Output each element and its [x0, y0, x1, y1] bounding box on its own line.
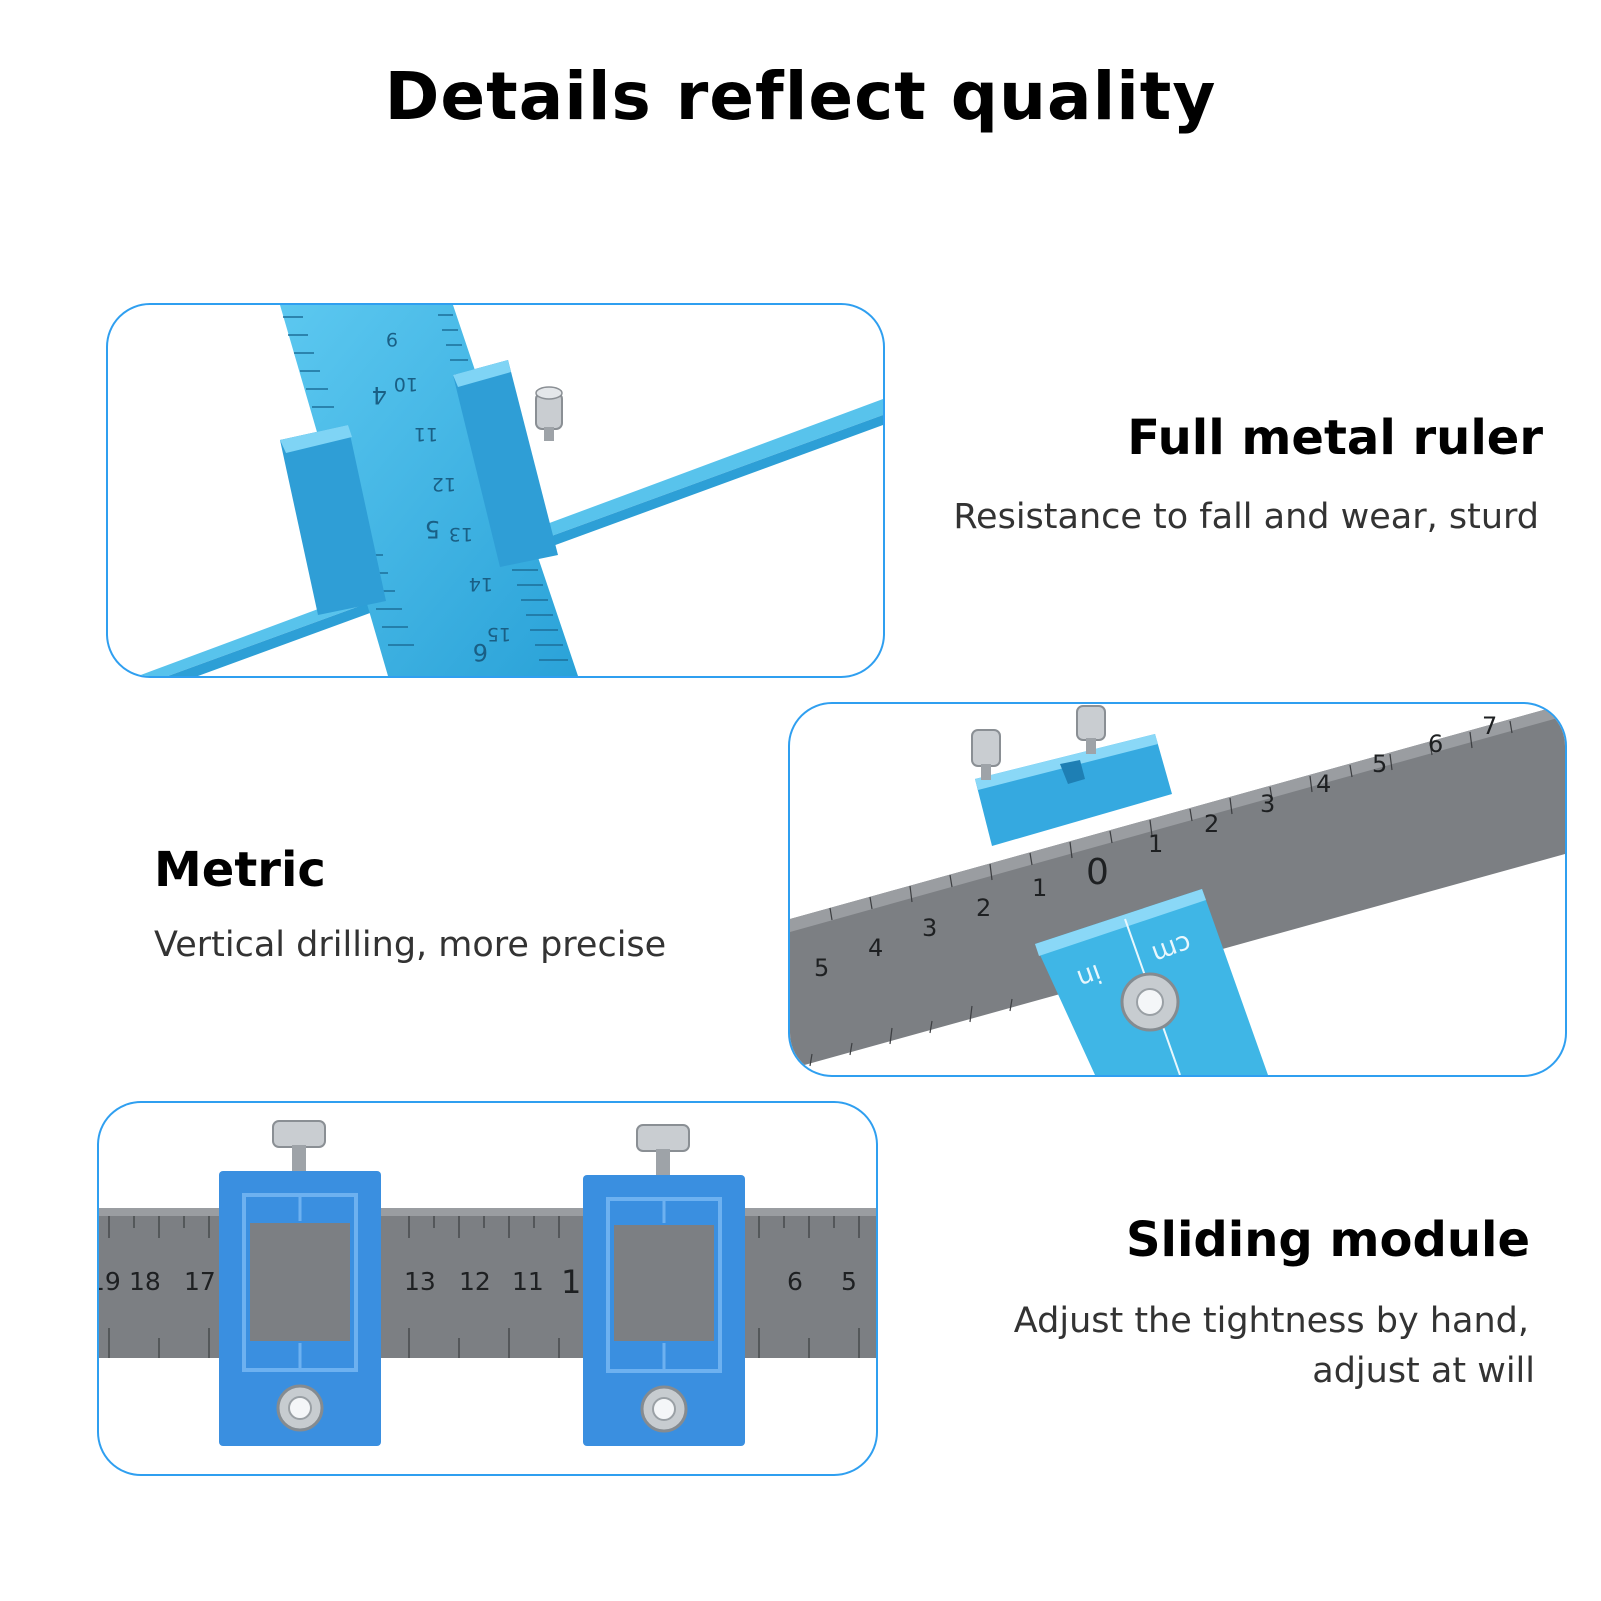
ruler-number: 1: [1148, 830, 1163, 858]
ruler-number: 13: [449, 523, 473, 545]
page-title: Details reflect quality: [384, 58, 1217, 135]
thumb-screw-icon: [636, 1124, 690, 1175]
thumb-screw-icon: [272, 1120, 326, 1171]
ruler-number: 4: [372, 381, 387, 409]
ruler-number: 17: [184, 1267, 216, 1296]
feature-desc-sliding-module-line1: Adjust the tightness by hand,: [1013, 1301, 1529, 1341]
drill-hole-icon: [1120, 972, 1180, 1032]
steel-ruler: [790, 704, 1565, 1069]
ruler-number: 6: [473, 638, 488, 666]
ruler-number: 18: [129, 1267, 161, 1296]
ruler-number: 7: [1482, 712, 1497, 740]
ruler-number: 3: [922, 914, 937, 942]
drill-hole-icon: [276, 1384, 324, 1432]
ruler-number: 13: [404, 1267, 436, 1296]
feature-desc-sliding-module-line2: adjust at will: [1312, 1351, 1535, 1391]
vertical-ruler: [280, 305, 578, 676]
ruler-number: 4: [868, 934, 883, 962]
ruler-number: 14: [469, 573, 493, 595]
feature-desc-full-metal-ruler: Resistance to fall and wear, sturd: [953, 497, 1539, 537]
drill-hole-icon: [640, 1385, 688, 1433]
ruler-number: 19: [99, 1267, 121, 1296]
ruler-number: 1: [1032, 874, 1047, 902]
sliding-module-illustration: 19 18 17 16 15 14 13 12 11 10 9 8 7 6 5: [99, 1120, 876, 1446]
feature-title-full-metal-ruler: Full metal ruler: [1127, 410, 1543, 466]
ruler-number: 12: [459, 1267, 491, 1296]
ruler-number: 5: [1372, 750, 1387, 778]
thumb-screw-icon: [535, 386, 563, 441]
sliding-module-photo: 19 18 17 16 15 14 13 12 11 10 9 8 7 6 5: [97, 1101, 878, 1476]
ruler-number: 5: [841, 1267, 857, 1296]
ruler-number: 12: [432, 473, 456, 495]
ruler-ticks: [809, 720, 1513, 1067]
ruler-number: 2: [1204, 810, 1219, 838]
ruler-number: 11: [414, 423, 438, 445]
ruler-number: 11: [512, 1267, 544, 1296]
sliding-module: [583, 1124, 745, 1446]
feature-title-sliding-module: Sliding module: [1125, 1212, 1530, 1268]
feature-desc-metric: Vertical drilling, more precise: [154, 925, 667, 965]
ruler-number: 6: [787, 1267, 803, 1296]
feature-title-metric: Metric: [154, 842, 326, 898]
thumb-screw-icon: [1076, 705, 1106, 754]
ruler-number: 2: [976, 894, 991, 922]
steel-ruler-illustration: 7 6 5 4 3 2 1 0 1 2 3 4 5: [790, 704, 1565, 1075]
blue-ruler-illustration: 9 10 11 12 13 14 15 4 5 6: [138, 305, 883, 676]
ruler-number: 5: [814, 954, 829, 982]
ruler-number: 15: [487, 623, 511, 645]
left-bracket: [280, 425, 386, 615]
ruler-number: 5: [425, 515, 440, 543]
ruler-numbers: 7 6 5 4 3 2 1 0 1 2 3 4 5: [814, 712, 1497, 982]
top-slider-block: [975, 734, 1172, 846]
ruler-number: 4: [1316, 770, 1331, 798]
ruler-numbers: 9 10 11 12 13 14 15 4 5 6: [372, 328, 511, 666]
metric-ruler-photo: 7 6 5 4 3 2 1 0 1 2 3 4 5: [788, 702, 1567, 1077]
ruler-number: 10: [394, 373, 418, 395]
ruler-number: 0: [1086, 852, 1109, 893]
ruler-number: 6: [1428, 730, 1443, 758]
sliding-module: [219, 1120, 381, 1446]
ruler-number: 9: [386, 328, 398, 350]
right-bracket: [453, 360, 558, 567]
thumb-screw-icon: [971, 729, 1001, 780]
ruler-ticks: [108, 1216, 860, 1358]
full-metal-ruler-photo: 9 10 11 12 13 14 15 4 5 6: [106, 303, 885, 678]
ruler-number: 3: [1260, 790, 1275, 818]
